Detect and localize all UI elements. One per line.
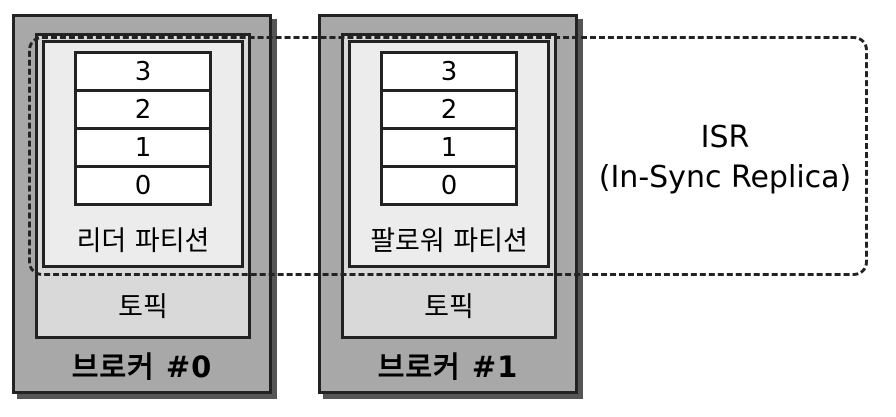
offset-stack: 3 2 1 0 (74, 51, 212, 206)
offset-stack: 3 2 1 0 (380, 51, 518, 206)
offset-cell: 2 (74, 92, 212, 130)
broker-label: 브로커 #1 (377, 350, 519, 384)
offset-cell: 1 (74, 130, 212, 168)
offset-cell: 3 (74, 51, 212, 92)
broker-0: 3 2 1 0 리더 파티션 토픽 브로커 #0 (12, 14, 272, 394)
isr-label: ISR (In-Sync Replica) (590, 118, 860, 198)
topic-label: 토픽 (424, 291, 474, 323)
partition-label: 팔로워 파티션 (370, 225, 528, 257)
offset-cell: 0 (380, 168, 518, 206)
topic-box: 3 2 1 0 리더 파티션 토픽 (35, 33, 251, 339)
follower-partition: 3 2 1 0 팔로워 파티션 (348, 40, 550, 268)
leader-partition: 3 2 1 0 리더 파티션 (42, 40, 244, 268)
topic-label: 토픽 (118, 291, 168, 323)
offset-cell: 2 (380, 92, 518, 130)
isr-subtitle: (In-Sync Replica) (598, 160, 852, 195)
broker-1: 3 2 1 0 팔로워 파티션 토픽 브로커 #1 (318, 14, 578, 394)
isr-title: ISR (700, 120, 750, 155)
offset-cell: 0 (74, 168, 212, 206)
offset-cell: 3 (380, 51, 518, 92)
broker-label: 브로커 #0 (71, 350, 213, 384)
offset-cell: 1 (380, 130, 518, 168)
topic-box: 3 2 1 0 팔로워 파티션 토픽 (341, 33, 557, 339)
partition-label: 리더 파티션 (76, 225, 210, 257)
